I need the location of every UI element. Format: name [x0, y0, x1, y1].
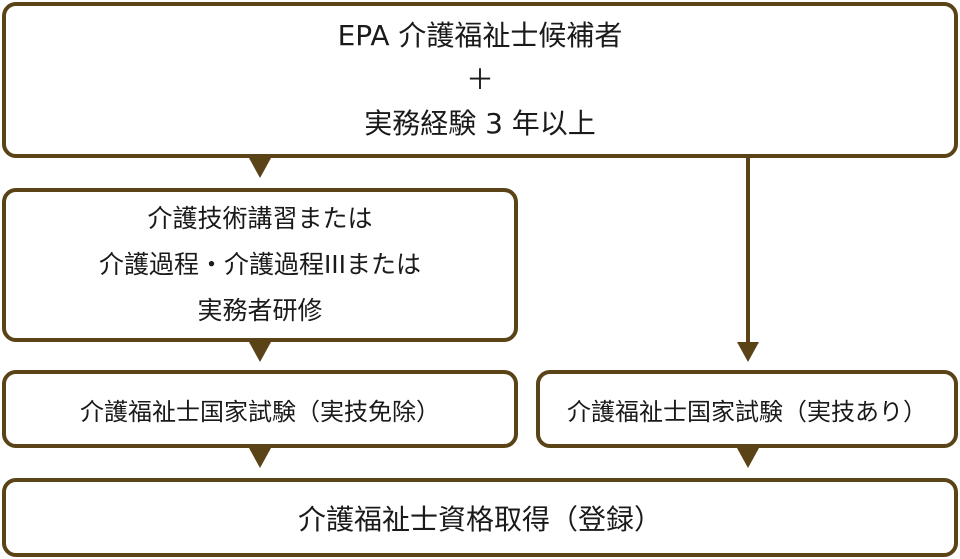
arrow-top-to-training: [249, 158, 271, 178]
training-line-1: 介護技術講習または: [147, 204, 373, 233]
plus-sign: ＋: [465, 63, 494, 96]
training-line-3: 実務者研修: [197, 296, 323, 325]
qualification-label: 介護福祉士資格取得（登録）: [297, 502, 662, 536]
exam-exempt-box: 介護福祉士国家試験（実技免除）: [2, 370, 518, 448]
training-box: 介護技術講習または 介護過程・介護過程IIIまたは 実務者研修: [2, 188, 518, 342]
exam-practical-box: 介護福祉士国家試験（実技あり）: [536, 370, 958, 448]
exam-exempt-label: 介護福祉士国家試験（実技免除）: [80, 397, 440, 426]
work-experience-label: 実務経験 3 年以上: [364, 107, 596, 140]
qualification-box: 介護福祉士資格取得（登録）: [2, 478, 958, 557]
exam-practical-label: 介護福祉士国家試験（実技あり）: [567, 397, 927, 426]
training-line-2: 介護過程・介護過程IIIまたは: [98, 250, 422, 279]
arrow-exempt-to-final: [249, 448, 271, 468]
arrow-practical-to-final: [737, 448, 759, 468]
epa-candidate-label: EPA 介護福祉士候補者: [337, 19, 623, 52]
arrow-training-to-exempt: [249, 342, 271, 362]
arrow-top-to-practical-head: [737, 342, 759, 362]
epa-candidate-box: EPA 介護福祉士候補者 ＋ 実務経験 3 年以上: [2, 2, 958, 158]
